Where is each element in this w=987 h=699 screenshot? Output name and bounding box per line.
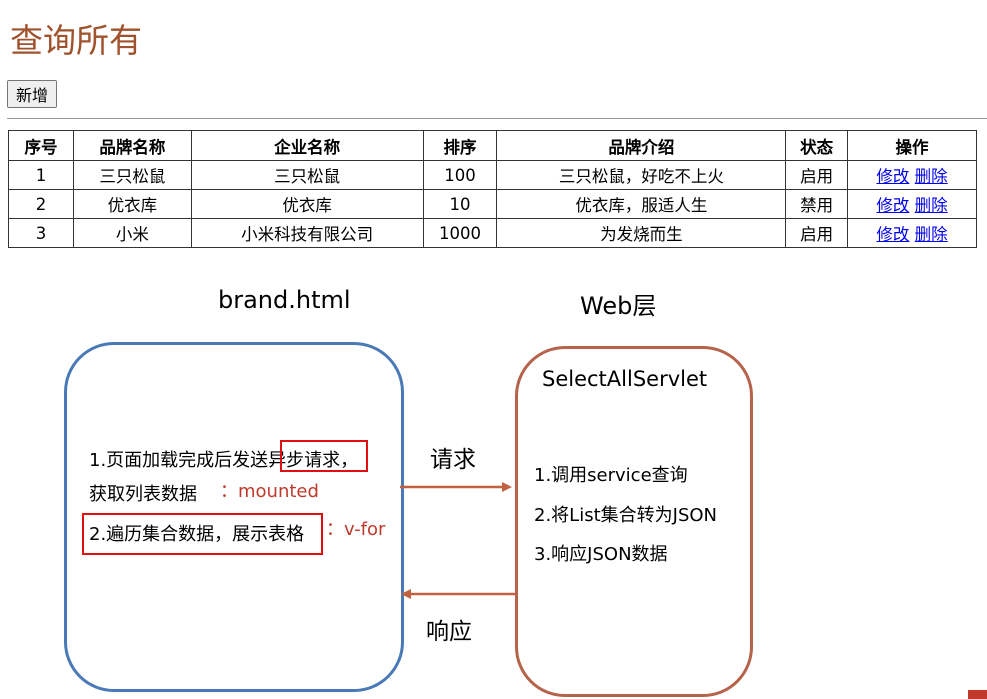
cell-order: 10 (422, 189, 498, 219)
async-highlight (280, 440, 368, 472)
delete-link[interactable]: 删除 (914, 225, 948, 244)
client-step1-line1: 1.页面加载完成后发送异步请求， (89, 446, 358, 472)
cell-desc: 优衣库，服适人生 (496, 189, 787, 219)
header-brand: 品牌名称 (72, 130, 192, 161)
cell-order: 100 (422, 160, 498, 190)
cell-actions: 修改 删除 (847, 218, 977, 248)
client-box (64, 342, 404, 692)
table-row: 1 三只松鼠 三只松鼠 100 三只松鼠，好吃不上火 启用 修改 删除 (8, 160, 977, 190)
cell-no: 1 (8, 160, 74, 190)
cell-company: 优衣库 (190, 189, 424, 219)
cell-brand: 小米 (72, 218, 192, 248)
cell-no: 2 (8, 189, 74, 219)
request-arrow (400, 482, 512, 492)
add-button[interactable]: 新增 (7, 80, 58, 108)
header-no: 序号 (8, 130, 74, 161)
header-status: 状态 (785, 130, 849, 161)
table-row: 2 优衣库 优衣库 10 优衣库，服适人生 禁用 修改 删除 (8, 189, 977, 219)
cell-order: 1000 (422, 218, 498, 248)
cell-status: 禁用 (785, 189, 849, 219)
table-header-row: 序号 品牌名称 企业名称 排序 品牌介绍 状态 操作 (8, 130, 977, 161)
divider (7, 118, 987, 119)
loop-highlight (82, 513, 323, 555)
header-company: 企业名称 (190, 130, 424, 161)
client-step2: 2.遍历集合数据，展示表格 (89, 524, 305, 545)
cell-brand: 三只松鼠 (72, 160, 192, 190)
cell-desc: 三只松鼠，好吃不上火 (496, 160, 787, 190)
delete-link[interactable]: 删除 (914, 196, 948, 215)
delete-link[interactable]: 删除 (914, 167, 948, 186)
server-step3: 3.响应JSON数据 (534, 544, 668, 565)
client-step1-line2: 获取列表数据 (89, 484, 197, 505)
mounted-hint: ：mounted (220, 481, 319, 502)
edit-link[interactable]: 修改 (876, 167, 910, 186)
cell-no: 3 (8, 218, 74, 248)
cell-status: 启用 (785, 160, 849, 190)
response-label: 响应 (426, 619, 472, 645)
vfor-hint: ：v-for (326, 519, 386, 540)
brand-table: 序号 品牌名称 企业名称 排序 品牌介绍 状态 操作 1 三只松鼠 三只松鼠 1… (8, 130, 977, 248)
page-title: 查询所有 (10, 21, 142, 60)
cell-company: 小米科技有限公司 (190, 218, 424, 248)
cell-actions: 修改 删除 (847, 189, 977, 219)
header-order: 排序 (422, 130, 498, 161)
cell-desc: 为发烧而生 (496, 218, 787, 248)
async-request-text: 异步请求， (268, 450, 359, 471)
cell-actions: 修改 删除 (847, 160, 977, 190)
header-actions: 操作 (847, 130, 977, 161)
server-step2: 2.将List集合转为JSON (534, 505, 718, 526)
cell-company: 三只松鼠 (190, 160, 424, 190)
table-row: 3 小米 小米科技有限公司 1000 为发烧而生 启用 修改 删除 (8, 218, 977, 248)
server-label: Web层 (580, 292, 657, 320)
header-desc: 品牌介绍 (496, 130, 787, 161)
client-step1-text: 1.页面加载完成后发送 (89, 450, 269, 471)
response-arrow (401, 589, 515, 599)
server-box (515, 346, 753, 697)
server-step1: 1.调用service查询 (534, 465, 688, 486)
request-label: 请求 (430, 447, 476, 473)
edit-link[interactable]: 修改 (876, 196, 910, 215)
cell-status: 启用 (785, 218, 849, 248)
corner-mark (968, 690, 987, 699)
client-label: brand.html (218, 286, 351, 314)
cell-brand: 优衣库 (72, 189, 192, 219)
servlet-name: SelectAllServlet (542, 367, 708, 391)
edit-link[interactable]: 修改 (876, 225, 910, 244)
